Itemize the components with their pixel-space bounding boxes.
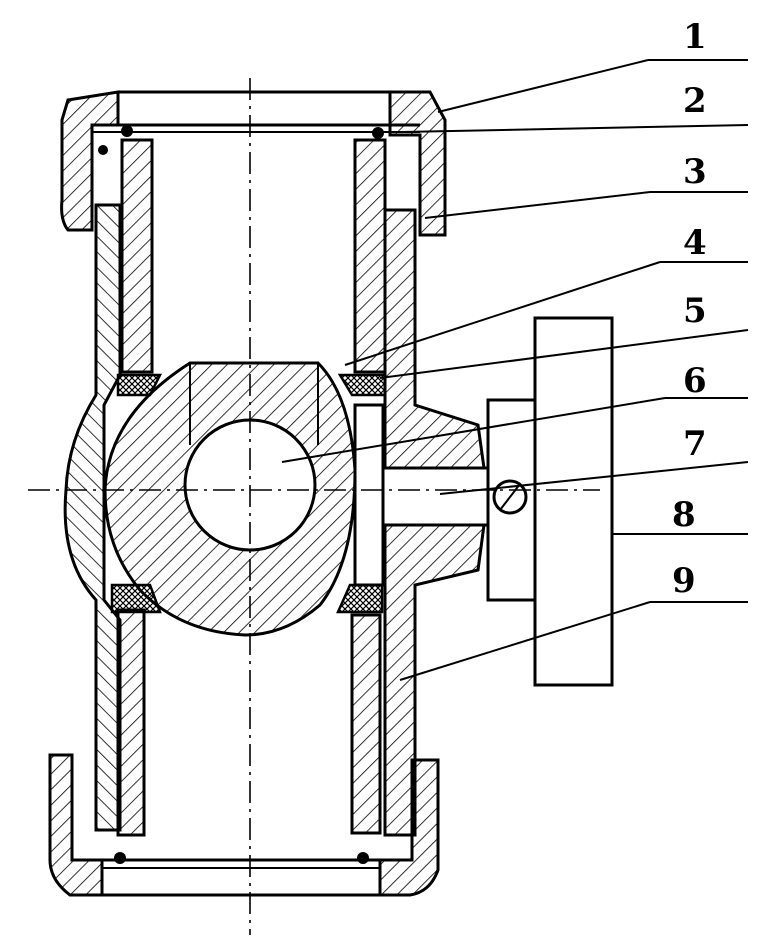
center-lines (28, 78, 600, 935)
label-2: 2 (683, 81, 707, 121)
label-8: 8 (672, 495, 696, 535)
label-4: 4 (683, 223, 707, 263)
inner-sleeve-top (120, 138, 387, 374)
bottom-union-nut (48, 753, 440, 897)
handle-lever (533, 316, 614, 687)
inner-sleeve-bottom (116, 608, 382, 837)
seat-rings (110, 373, 387, 614)
valve-stem (353, 403, 488, 587)
valve-ball (103, 361, 357, 637)
label-1: 1 (683, 17, 707, 57)
label-5: 5 (683, 291, 707, 331)
label-7: 7 (683, 424, 707, 464)
label-3: 3 (683, 152, 707, 192)
top-union-nut (60, 90, 447, 237)
leader-lines (281, 59, 749, 681)
o-rings (98, 125, 384, 864)
handle-hub (486, 398, 537, 602)
label-6: 6 (683, 361, 707, 401)
label-9: 9 (672, 561, 696, 601)
